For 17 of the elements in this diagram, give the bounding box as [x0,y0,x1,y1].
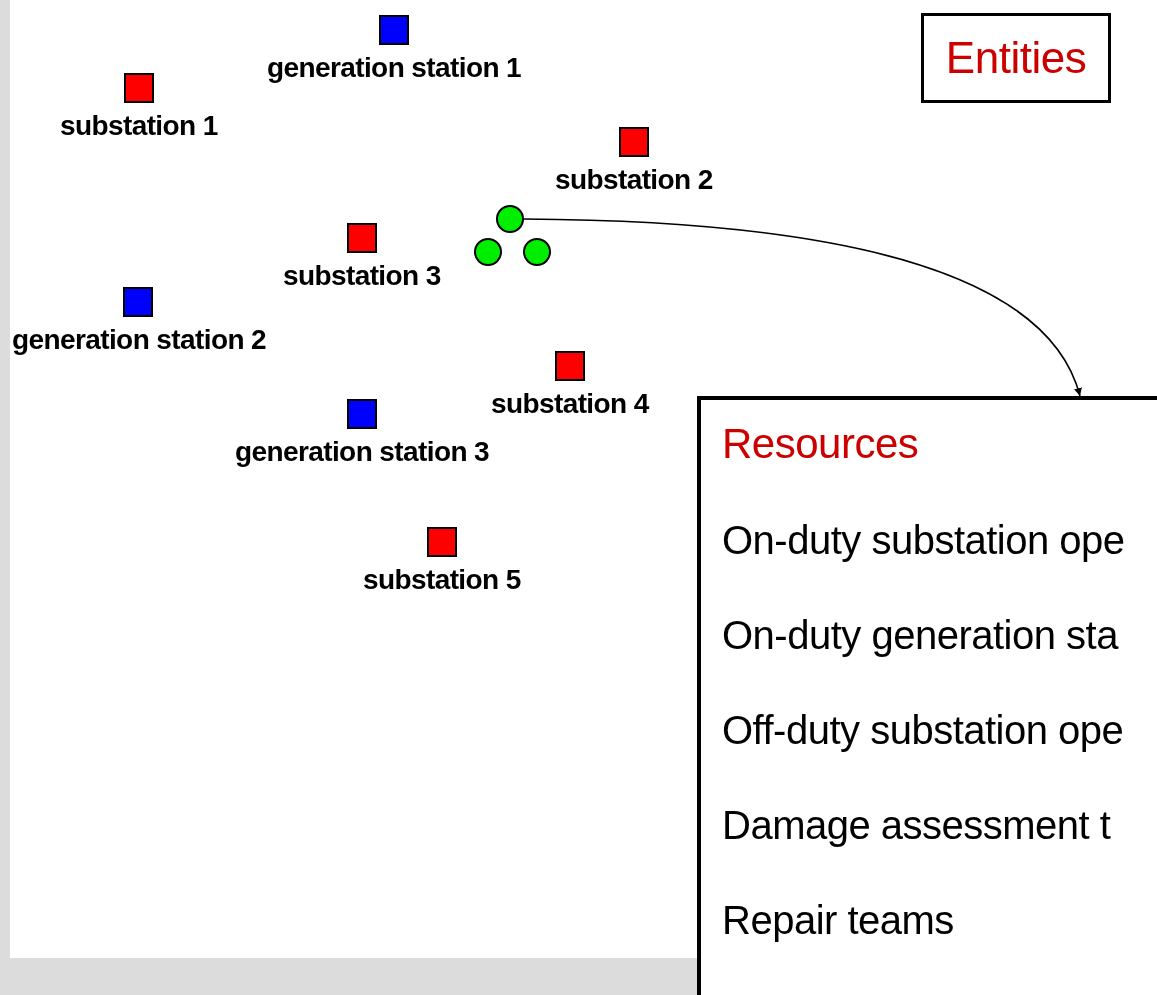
station-label: generation station 2 [12,324,267,356]
list-item: Damage assessment t [722,802,1111,849]
station-label: substation 4 [491,388,649,420]
list-item: On-duty generation sta [722,612,1118,659]
station-label: substation 5 [363,564,521,596]
legend-box: Entities [921,13,1111,103]
station-label: substation 1 [60,110,218,142]
station-label: substation 2 [555,164,713,196]
list-item: Repair teams [722,897,954,944]
panel-heading: Resources [722,420,919,468]
station-label: generation station 3 [235,436,490,468]
list-panel [697,396,1157,995]
list-item: On-duty substation ope [722,517,1125,564]
arrow [523,218,1081,397]
station-label: generation station 1 [267,52,522,84]
list-item: Off-duty substation ope [722,707,1124,754]
station-label: substation 3 [283,260,441,292]
